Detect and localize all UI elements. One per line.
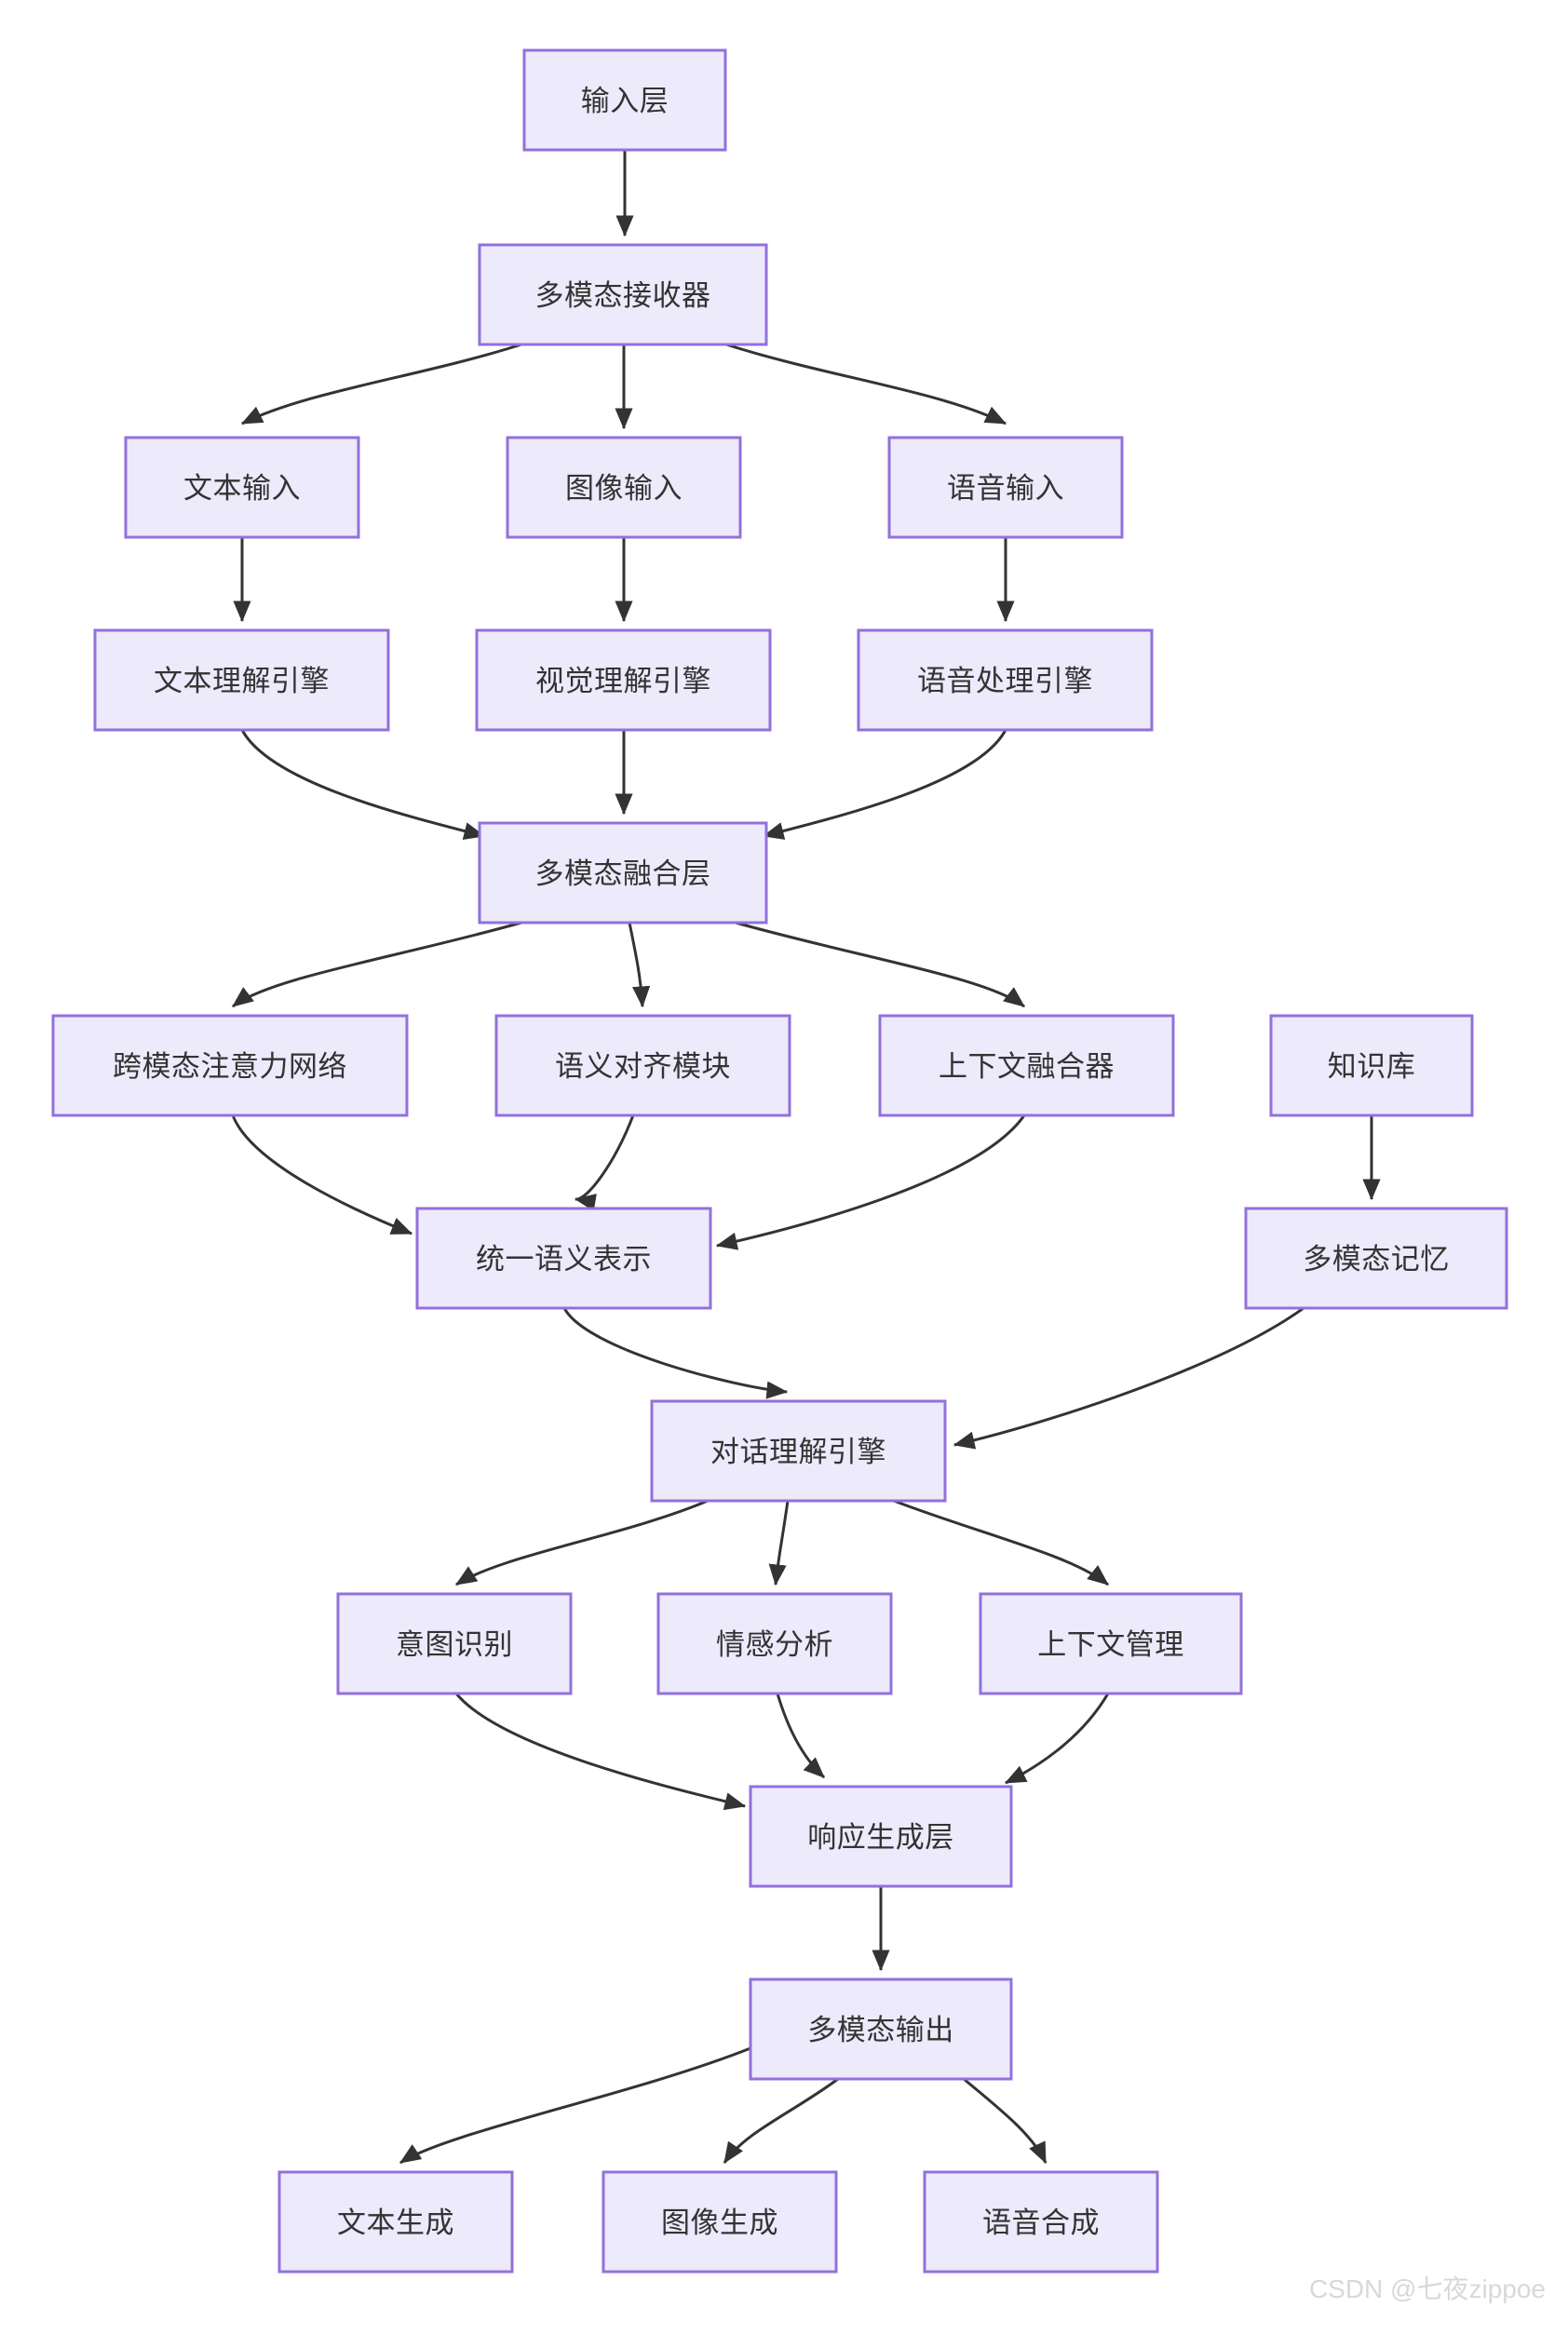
node-box-intent_recog[interactable]	[336, 1592, 573, 1695]
node-speech_synth[interactable]: 语音合成	[923, 2170, 1159, 2274]
node-label-unified_semantic: 统一语义表示	[476, 1243, 652, 1275]
node-box-image_gen[interactable]	[602, 2170, 838, 2274]
node-input_layer[interactable]: 输入层	[522, 48, 727, 152]
edge-speech_engine-to-fusion_layer	[762, 729, 1007, 840]
edge-text_engine-to-fusion_layer	[240, 729, 486, 840]
edge-dialog_engine-to-context_manage	[893, 1499, 1109, 1586]
node-box-context_fusion[interactable]	[878, 1014, 1175, 1117]
node-image_input[interactable]: 图像输入	[506, 436, 742, 539]
edge-sentiment_analysis-to-response_layer	[776, 1693, 826, 1779]
node-label-fusion_layer: 多模态融合层	[535, 857, 711, 890]
edge-unified_semantic-to-dialog_engine	[562, 1307, 789, 1399]
node-label-dialog_engine: 对话理解引擎	[710, 1436, 886, 1468]
edge-cross_attention-to-unified_semantic	[231, 1114, 413, 1235]
node-label-context_manage: 上下文管理	[1037, 1628, 1184, 1661]
node-text_gen[interactable]: 文本生成	[277, 2170, 514, 2274]
node-label-text_engine: 文本理解引擎	[154, 665, 330, 697]
node-sentiment_analysis[interactable]: 情感分析	[656, 1592, 893, 1695]
edge-semantic_align-to-unified_semantic	[574, 1114, 635, 1211]
node-box-multimodal_output[interactable]	[749, 1977, 1013, 2081]
node-semantic_align[interactable]: 语义对齐模块	[494, 1014, 791, 1117]
node-label-vision_engine: 视觉理解引擎	[535, 665, 711, 697]
node-box-sentiment_analysis[interactable]	[656, 1592, 893, 1695]
node-label-intent_recog: 意图识别	[396, 1628, 513, 1661]
node-box-speech_input[interactable]	[887, 436, 1124, 539]
node-unified_semantic[interactable]: 统一语义表示	[415, 1207, 712, 1310]
edge-fusion_layer-to-semantic_align	[628, 922, 651, 1008]
node-box-fusion_layer[interactable]	[478, 821, 768, 925]
edge-multimodal_output-to-speech_synth	[963, 2077, 1048, 2165]
edge-multimodal_recv-to-speech_input	[725, 343, 1007, 425]
edge-multimodal_recv-to-text_input	[240, 343, 522, 425]
node-speech_input[interactable]: 语音输入	[887, 436, 1124, 539]
edge-multimodal_memory-to-dialog_engine	[953, 1306, 1304, 1450]
node-speech_engine[interactable]: 语音处理引擎	[857, 628, 1154, 732]
node-label-sentiment_analysis: 情感分析	[716, 1628, 833, 1661]
node-box-input_layer[interactable]	[522, 48, 727, 152]
node-label-input_layer: 输入层	[581, 85, 669, 117]
edge-intent_recog-to-response_layer	[454, 1693, 747, 1811]
node-box-text_input[interactable]	[124, 436, 360, 539]
node-response_layer[interactable]: 响应生成层	[749, 1785, 1013, 1888]
node-box-speech_engine[interactable]	[857, 628, 1154, 732]
node-label-speech_engine: 语音处理引擎	[917, 665, 1093, 697]
node-box-dialog_engine[interactable]	[650, 1399, 947, 1503]
edge-dialog_engine-to-sentiment_analysis	[768, 1500, 790, 1586]
node-label-text_input: 文本输入	[183, 472, 301, 505]
node-text_engine[interactable]: 文本理解引擎	[93, 628, 390, 732]
edge-fusion_layer-to-context_fusion	[735, 921, 1025, 1008]
node-box-knowledge_base[interactable]	[1269, 1014, 1474, 1117]
node-label-text_gen: 文本生成	[337, 2207, 454, 2239]
edge-context_fusion-to-unified_semantic	[715, 1114, 1026, 1250]
node-fusion_layer[interactable]: 多模态融合层	[478, 821, 768, 925]
node-box-vision_engine[interactable]	[475, 628, 772, 732]
node-intent_recog[interactable]: 意图识别	[336, 1592, 573, 1695]
edge-dialog_engine-to-intent_recog	[454, 1499, 709, 1586]
node-context_manage[interactable]: 上下文管理	[979, 1592, 1243, 1695]
node-box-cross_attention[interactable]	[51, 1014, 409, 1117]
node-label-multimodal_output: 多模态输出	[807, 2014, 954, 2046]
edge-multimodal_output-to-text_gen	[399, 2046, 751, 2165]
node-label-cross_attention: 跨模态注意力网络	[113, 1050, 347, 1083]
edges-group	[231, 150, 1381, 2165]
node-label-image_gen: 图像生成	[661, 2207, 778, 2239]
node-box-text_engine[interactable]	[93, 628, 390, 732]
node-label-multimodal_memory: 多模态记忆	[1303, 1243, 1450, 1275]
node-box-image_input[interactable]	[506, 436, 742, 539]
node-box-unified_semantic[interactable]	[415, 1207, 712, 1310]
node-context_fusion[interactable]: 上下文融合器	[878, 1014, 1175, 1117]
node-label-speech_input: 语音输入	[947, 472, 1064, 505]
edge-context_manage-to-response_layer	[1004, 1693, 1110, 1785]
node-vision_engine[interactable]: 视觉理解引擎	[475, 628, 772, 732]
node-label-multimodal_recv: 多模态接收器	[535, 279, 711, 312]
node-multimodal_output[interactable]: 多模态输出	[749, 1977, 1013, 2081]
node-multimodal_recv[interactable]: 多模态接收器	[478, 243, 768, 346]
node-label-response_layer: 响应生成层	[807, 1821, 954, 1854]
node-box-semantic_align[interactable]	[494, 1014, 791, 1117]
node-label-context_fusion: 上下文融合器	[939, 1050, 1115, 1083]
edge-fusion_layer-to-cross_attention	[232, 921, 522, 1008]
node-box-context_manage[interactable]	[979, 1592, 1243, 1695]
node-knowledge_base[interactable]: 知识库	[1269, 1014, 1474, 1117]
node-image_gen[interactable]: 图像生成	[602, 2170, 838, 2274]
node-box-speech_synth[interactable]	[923, 2170, 1159, 2274]
edge-multimodal_output-to-image_gen	[723, 2077, 839, 2164]
node-box-multimodal_recv[interactable]	[478, 243, 768, 346]
node-cross_attention[interactable]: 跨模态注意力网络	[51, 1014, 409, 1117]
node-text_input[interactable]: 文本输入	[124, 436, 360, 539]
node-box-multimodal_memory[interactable]	[1244, 1207, 1508, 1310]
node-box-text_gen[interactable]	[277, 2170, 514, 2274]
node-label-semantic_align: 语义对齐模块	[555, 1050, 731, 1083]
node-box-response_layer[interactable]	[749, 1785, 1013, 1888]
node-multimodal_memory[interactable]: 多模态记忆	[1244, 1207, 1508, 1310]
node-label-knowledge_base: 知识库	[1328, 1050, 1416, 1083]
node-dialog_engine[interactable]: 对话理解引擎	[650, 1399, 947, 1503]
node-label-speech_synth: 语音合成	[982, 2207, 1100, 2239]
node-label-image_input: 图像输入	[565, 472, 683, 505]
